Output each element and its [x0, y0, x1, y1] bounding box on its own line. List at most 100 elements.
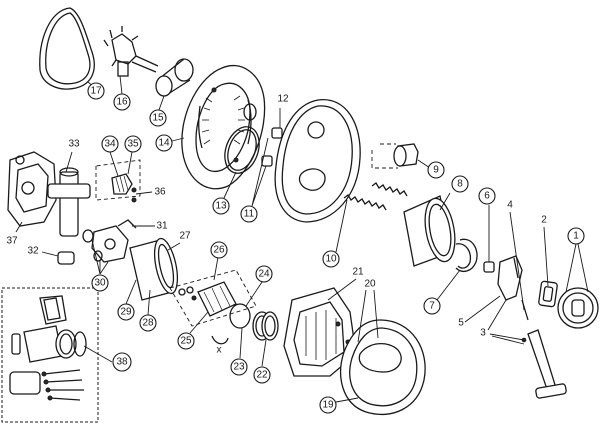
callout-34: 34 — [101, 135, 119, 153]
svg-text:22: 22 — [256, 370, 268, 381]
callout-19: 19 — [319, 396, 337, 414]
callout-38: 38 — [112, 352, 132, 372]
x-marker: x — [217, 345, 222, 356]
svg-text:25: 25 — [180, 336, 192, 347]
callout-15: 15 — [149, 109, 167, 127]
svg-text:32: 32 — [27, 246, 39, 257]
callout-24: 24 — [255, 265, 273, 283]
svg-text:21: 21 — [352, 267, 364, 278]
svg-text:6: 6 — [484, 191, 490, 202]
callout-32: 32 — [27, 246, 39, 257]
callout-12: 12 — [277, 94, 289, 105]
part-32-plug — [57, 251, 75, 265]
part-38-kit — [1, 287, 99, 423]
svg-text:26: 26 — [213, 245, 225, 256]
svg-text:19: 19 — [322, 400, 334, 411]
callout-22: 22 — [253, 366, 271, 384]
callout-21: 21 — [352, 267, 364, 278]
svg-text:20: 20 — [364, 279, 376, 290]
svg-text:7: 7 — [429, 301, 435, 312]
part-26-cartridge — [169, 269, 257, 345]
svg-text:23: 23 — [233, 362, 245, 373]
svg-text:33: 33 — [68, 139, 80, 150]
svg-text:35: 35 — [127, 139, 139, 150]
svg-text:30: 30 — [94, 278, 106, 289]
part-7-clip — [455, 238, 478, 273]
svg-text:9: 9 — [433, 165, 439, 176]
part-13-oring — [224, 103, 260, 174]
callout-6: 6 — [478, 187, 496, 205]
callout-2: 2 — [541, 215, 547, 226]
callout-29: 29 — [117, 303, 135, 321]
callout-35: 35 — [124, 135, 142, 153]
part-9-cap — [371, 143, 419, 169]
callout-33: 33 — [68, 139, 80, 150]
part-21-housing — [283, 287, 357, 377]
svg-text:4: 4 — [507, 200, 513, 211]
part-16-stem — [103, 26, 159, 77]
part-spring-rods — [343, 182, 408, 211]
callout-25: 25 — [177, 332, 195, 350]
svg-text:28: 28 — [142, 318, 154, 329]
svg-text:14: 14 — [158, 138, 170, 149]
part-6-screw — [483, 205, 495, 273]
callout-3: 3 — [480, 328, 486, 339]
callout-36: 36 — [154, 187, 166, 198]
callout-17: 17 — [87, 82, 105, 100]
svg-text:13: 13 — [215, 201, 227, 212]
svg-text:1: 1 — [573, 231, 579, 242]
callout-11: 11 — [240, 205, 258, 223]
svg-text:34: 34 — [104, 139, 116, 150]
callout-13: 13 — [212, 197, 230, 215]
svg-text:10: 10 — [325, 254, 337, 265]
part-1-knob — [557, 287, 599, 329]
part-15-sleeve — [155, 58, 194, 97]
svg-text:31: 31 — [156, 221, 168, 232]
callout-9: 9 — [427, 161, 445, 179]
part-3-t-handle — [521, 329, 567, 399]
part-22-ring — [252, 311, 279, 341]
callout-31: 31 — [156, 221, 168, 232]
part-12-bushing — [261, 127, 283, 167]
callout-1: 1 — [567, 227, 585, 245]
callout-28: 28 — [139, 314, 157, 332]
svg-text:27: 27 — [179, 231, 191, 242]
part-2-insert — [538, 280, 558, 308]
callout-16: 16 — [113, 93, 131, 111]
callout-14: 14 — [155, 134, 173, 152]
trim-plate — [274, 99, 361, 223]
part-19-trim-cover — [340, 319, 426, 416]
callout-30: 30 — [91, 274, 109, 292]
svg-text:24: 24 — [258, 269, 270, 280]
part-34-35-cluster — [95, 159, 141, 203]
part-5-lever — [497, 255, 529, 321]
callout-5: 5 — [458, 318, 464, 329]
svg-text:38: 38 — [116, 357, 128, 368]
part-33-pipe-tee — [47, 167, 91, 237]
callout-7: 7 — [423, 297, 441, 315]
callout-10: 10 — [322, 250, 340, 268]
callout-8: 8 — [451, 175, 469, 193]
svg-text:16: 16 — [116, 97, 128, 108]
svg-text:3: 3 — [480, 328, 486, 339]
part-24-oring — [229, 303, 251, 329]
svg-text:12: 12 — [277, 94, 289, 105]
svg-text:8: 8 — [457, 179, 463, 190]
leader-lines — [15, 75, 589, 403]
part-14-back-plate — [181, 64, 266, 190]
callout-23: 23 — [230, 358, 248, 376]
part-29-barrel — [129, 237, 179, 301]
callout-26: 26 — [210, 241, 228, 259]
callout-20: 20 — [364, 279, 376, 290]
svg-text:36: 36 — [154, 187, 166, 198]
svg-text:5: 5 — [458, 318, 464, 329]
callout-4: 4 — [507, 200, 513, 211]
callout-37: 37 — [6, 236, 18, 247]
callout-27: 27 — [179, 231, 191, 242]
part-30-manifold — [82, 219, 137, 263]
part-37-valve-body — [7, 151, 57, 227]
part-17-gasket — [39, 7, 95, 90]
svg-text:37: 37 — [6, 236, 18, 247]
svg-text:2: 2 — [541, 215, 547, 226]
